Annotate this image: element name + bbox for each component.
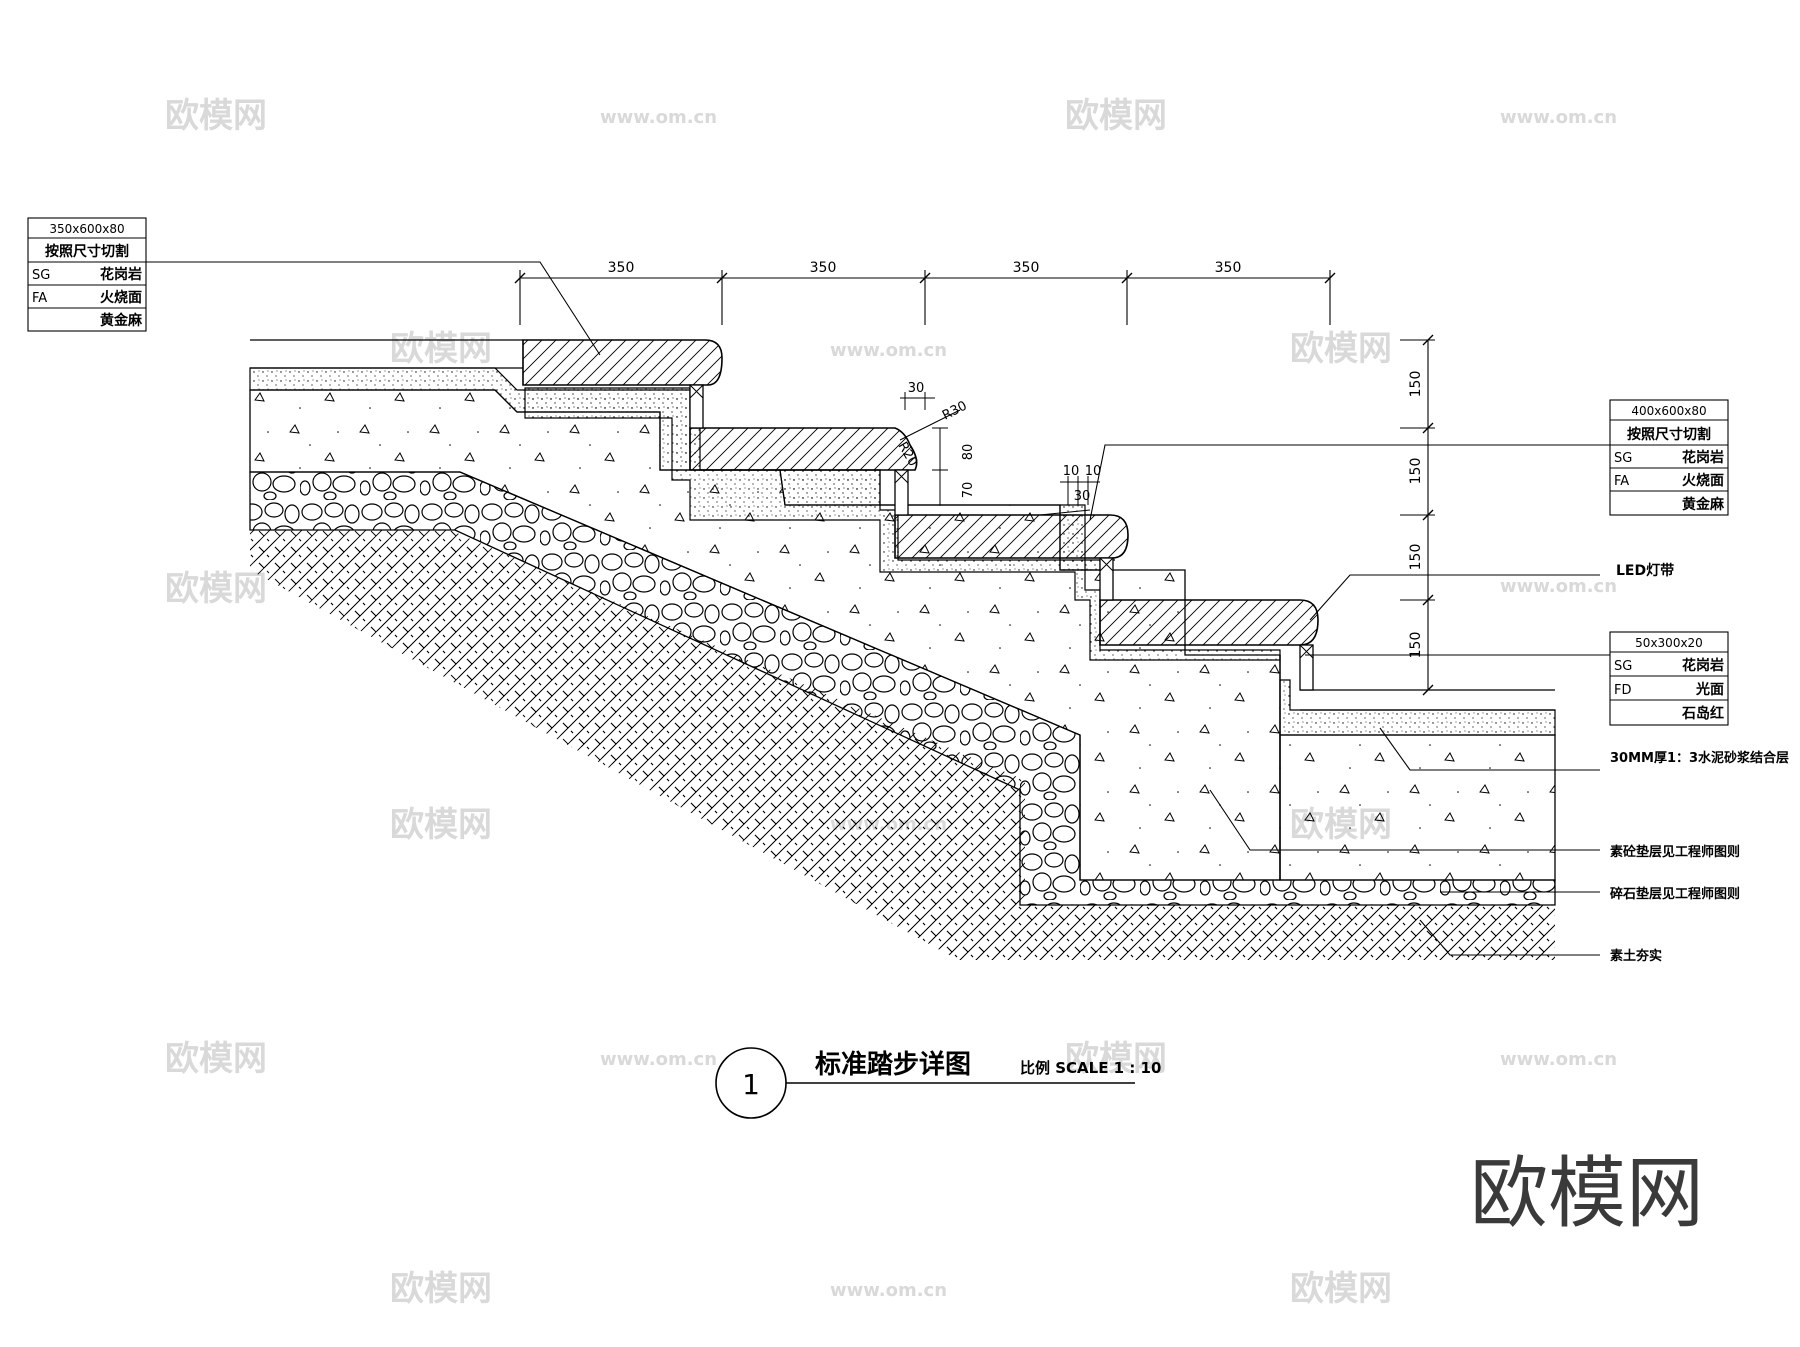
led-label: LED灯带 [1616,562,1674,579]
watermark-brand: 欧模网 [390,329,492,369]
drawing-title: 1 标准踏步详图 比例 SCALE 1 : 10 [715,1047,1161,1119]
dim-top-1: 350 [608,260,635,276]
watermark-brand: 欧模网 [165,569,267,609]
watermark-brand: 欧模网 [1290,1269,1392,1309]
tread-2 [689,427,918,471]
note-mortar: 30MM厚1：3水泥砂浆结合层 [1610,750,1789,766]
watermark-url: www.om.cn [1500,1049,1617,1070]
dim-top-3: 350 [1013,260,1040,276]
spec3-value: 石岛红 [1681,705,1724,722]
watermark-url: www.om.cn [600,107,717,128]
spec1-value: 花岗岩 [100,266,142,283]
step-treads [522,339,1319,691]
spec2-cut: 按照尺寸切割 [1627,426,1711,443]
spec2-size: 400x600x80 [1631,404,1706,418]
title-name: 标准踏步详图 [815,1049,971,1080]
spec2-code: FA [1614,474,1629,489]
spec1-value: 黄金麻 [100,312,143,329]
dim-right-1: 150 [1408,371,1424,398]
watermark-brand: 欧模网 [1065,96,1167,136]
spec1-cut: 按照尺寸切割 [45,243,129,260]
dim-10a: 10 [1063,464,1080,479]
dim-r30: R30 [940,399,970,424]
spec3-value: 光面 [1695,681,1724,698]
spec1-value: 火烧面 [100,289,142,306]
right-dimension-chain: 150 150 150 150 [1400,334,1435,696]
watermark-brand: 欧模网 [165,96,267,136]
dim-80: 80 [961,444,976,461]
detail-dimensions: 30 R30 R20 80 70 10 10 30 [895,381,1102,516]
dim-right-3: 150 [1408,544,1424,571]
spec2-value: 花岗岩 [1682,449,1724,466]
dim-30b: 30 [1074,489,1091,504]
tread-4 [1099,599,1319,646]
spec1-size: 350x600x80 [49,222,124,236]
spec2-value: 黄金麻 [1682,496,1725,513]
spec3-size: 50x300x20 [1635,636,1703,650]
watermark-brand: 欧模网 [390,1269,492,1309]
spec-table-left: 350x600x80 按照尺寸切割 SG 花岗岩 FA 火烧面 黄金麻 [27,217,601,356]
tread-3 [894,514,1129,559]
watermark-url: www.om.cn [1500,576,1617,597]
dim-top-4: 350 [1215,260,1242,276]
spec2-value: 火烧面 [1682,472,1724,489]
note-soil: 素土夯实 [1610,948,1662,964]
spec2-code: SG [1614,451,1632,466]
watermark-url: www.om.cn [1500,107,1617,128]
spec1-code: FA [32,291,47,306]
spec-table-right-1: 400x600x80 按照尺寸切割 SG 花岗岩 FA 火烧面 黄金麻 [1089,399,1729,521]
layer-callouts: 30MM厚1：3水泥砂浆结合层 素砼垫层见工程师图则 碎石垫层见工程师图则 素土… [1209,727,1789,964]
watermark-layer: 欧模网 www.om.cn 欧模网 www.om.cn 欧模网 www.om.c… [165,96,1704,1309]
watermark-url: www.om.cn [830,340,947,361]
compacted-soil-layer [250,530,1555,960]
dim-right-4: 150 [1408,632,1424,659]
tread-1 [522,339,723,386]
watermark-brand-large: 欧模网 [1470,1149,1704,1239]
top-dimension-chain: 350 350 350 350 [514,260,1336,325]
detail-number: 1 [742,1068,760,1101]
watermark-url: www.om.cn [600,1049,717,1070]
watermark-brand: 欧模网 [1065,1039,1167,1079]
watermark-brand: 欧模网 [1290,329,1392,369]
note-gravel: 碎石垫层见工程师图则 [1610,886,1740,902]
spec1-code: SG [32,268,50,283]
dim-70: 70 [961,482,976,499]
dim-top-2: 350 [810,260,837,276]
dim-10b: 10 [1085,464,1102,479]
led-callout: LED灯带 [1309,562,1674,621]
title-scale: 比例 SCALE 1 : 10 [1020,1059,1161,1077]
spec3-code: FD [1614,683,1632,698]
watermark-brand: 欧模网 [390,805,492,845]
watermark-brand: 欧模网 [165,1039,267,1079]
spec3-value: 花岗岩 [1682,657,1724,674]
spec-table-right-2: 50x300x20 SG 花岗岩 FD 光面 石岛红 [1305,631,1729,726]
dim-right-2: 150 [1408,458,1424,485]
spec3-code: SG [1614,659,1632,674]
watermark-url: www.om.cn [830,1280,947,1301]
dim-30: 30 [908,381,925,396]
note-concrete: 素砼垫层见工程师图则 [1610,844,1740,860]
